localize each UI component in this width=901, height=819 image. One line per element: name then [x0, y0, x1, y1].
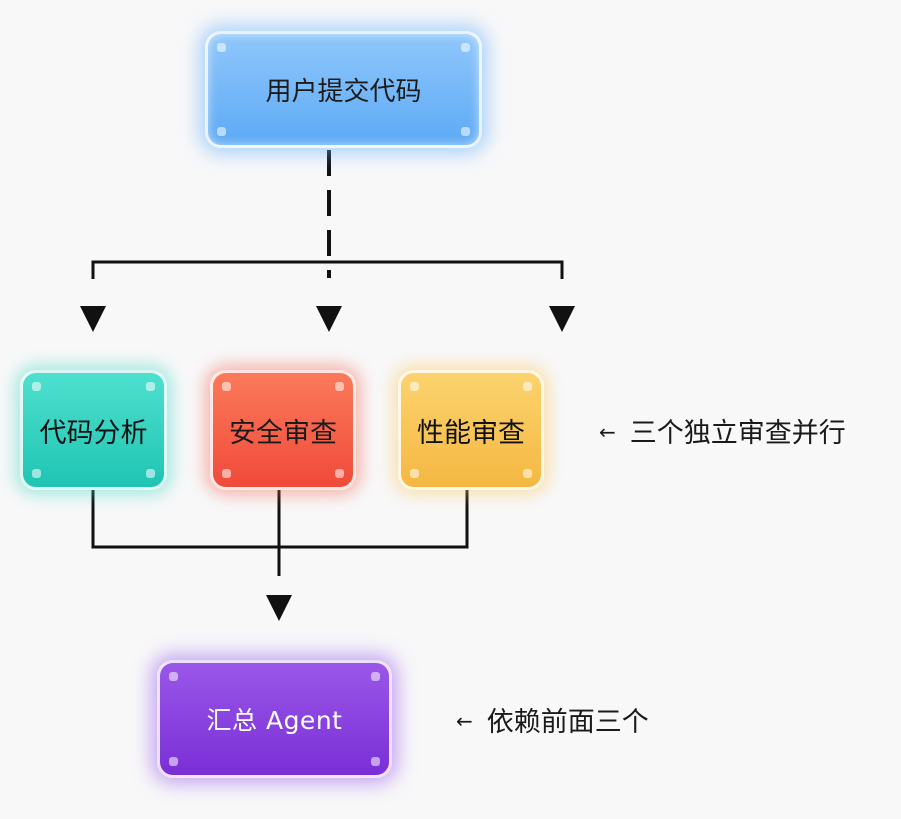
left-arrow-icon: ←: [599, 420, 616, 444]
corner-dot: [32, 469, 41, 478]
arrowhead-to-performance: [549, 306, 575, 332]
corner-dot: [222, 382, 231, 391]
corner-dot: [222, 469, 231, 478]
annotation-parallel-reviews: ← 三个独立审查并行: [599, 411, 846, 450]
arrowhead-to-summary: [266, 595, 292, 621]
arrowhead-to-security: [316, 306, 342, 332]
corner-dot: [335, 469, 344, 478]
node-label: 安全审查: [229, 417, 337, 449]
node-summary-agent: 汇总 Agent: [157, 660, 392, 778]
corner-dot: [169, 672, 178, 681]
node-code-analysis: 代码分析: [20, 370, 167, 490]
corner-dot: [146, 382, 155, 391]
corner-dot: [523, 382, 532, 391]
corner-dot: [371, 757, 380, 766]
node-user-submit-code: 用户提交代码: [205, 31, 482, 148]
corner-dot: [32, 382, 41, 391]
corner-dot: [217, 43, 226, 52]
annotation-text: 依赖前面三个: [486, 707, 649, 738]
corner-dot: [217, 127, 226, 136]
node-performance-review: 性能审查: [398, 370, 544, 490]
node-label: 性能审查: [417, 417, 525, 449]
node-label: 汇总 Agent: [206, 706, 343, 735]
connector-distribution-bar: [91, 260, 564, 279]
corner-dot: [461, 43, 470, 52]
corner-dot: [146, 469, 155, 478]
annotation-text: 三个独立审查并行: [629, 418, 846, 449]
node-label: 代码分析: [39, 417, 148, 449]
corner-dot: [523, 469, 532, 478]
arrowhead-to-analysis: [80, 306, 106, 332]
annotation-depends-on-three: ← 依赖前面三个: [456, 700, 649, 739]
corner-dot: [371, 672, 380, 681]
node-label: 用户提交代码: [265, 77, 422, 107]
corner-dot: [410, 382, 419, 391]
corner-dot: [461, 127, 470, 136]
node-security-review: 安全审查: [210, 370, 356, 490]
corner-dot: [169, 757, 178, 766]
corner-dot: [410, 469, 419, 478]
left-arrow-icon: ←: [456, 709, 473, 733]
corner-dot: [335, 382, 344, 391]
